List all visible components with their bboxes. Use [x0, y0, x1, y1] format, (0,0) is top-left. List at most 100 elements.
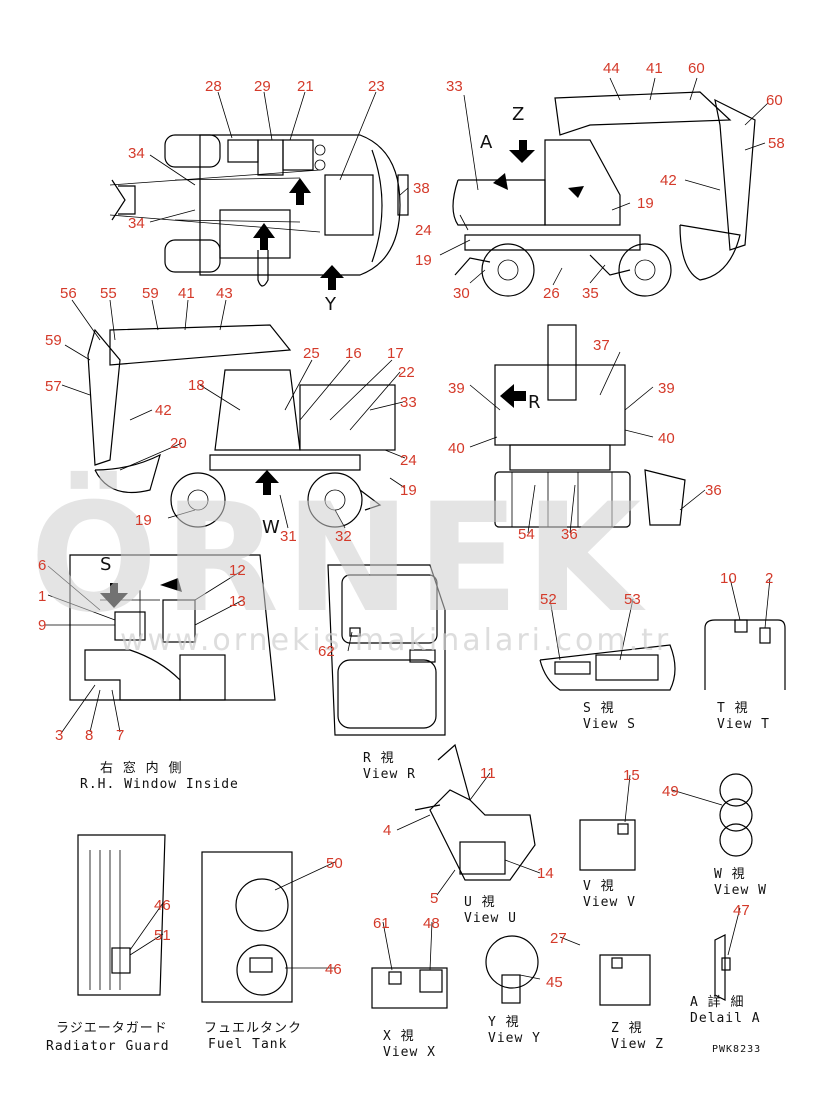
caption-view-t-en: View T [717, 717, 770, 732]
callout-6: 6 [38, 557, 46, 574]
caption-view-w-jp: W 視 [714, 867, 746, 882]
view-letter-s: S [100, 554, 111, 575]
callout-4: 4 [383, 822, 391, 839]
view-letter-w: W [262, 517, 280, 538]
callout-27: 27 [550, 930, 567, 947]
caption-view-r-en: View R [363, 767, 416, 782]
callout-1: 1 [38, 588, 46, 605]
callout-41: 41 [646, 60, 663, 77]
caption-view-y-en: View Y [488, 1031, 541, 1046]
callout-20: 20 [170, 435, 187, 452]
callout-39b: 39 [658, 380, 675, 397]
arrow-icon [289, 178, 311, 205]
callout-60: 60 [688, 60, 705, 77]
callout-22: 22 [398, 364, 415, 381]
callout-42: 42 [660, 172, 677, 189]
callout-17: 17 [387, 345, 404, 362]
callout-59b: 59 [45, 332, 62, 349]
fuel-tank-drawing [201, 851, 293, 1003]
callout-58: 58 [768, 135, 785, 152]
arrow-r-icon [500, 384, 526, 408]
callout-34: 34 [128, 145, 145, 162]
callout-62: 62 [318, 643, 335, 660]
callout-8: 8 [85, 727, 93, 744]
callout-56: 56 [60, 285, 77, 302]
callout-57: 57 [45, 378, 62, 395]
callout-33: 33 [446, 78, 463, 95]
callout-61: 61 [373, 915, 390, 932]
callout-11: 11 [480, 765, 496, 782]
detail-a-drawing [714, 934, 731, 1001]
caption-window-jp: 右 窓 内 側 [100, 760, 182, 776]
view-letters: A Z Y W R S [100, 104, 541, 575]
view-t-drawing [704, 619, 786, 690]
callout-43: 43 [216, 285, 233, 302]
arrow-icon [253, 223, 275, 250]
callout-41b: 41 [178, 285, 195, 302]
caption-fuel-jp: フュエルタンク [204, 1021, 302, 1036]
caption-view-s-jp: S 視 [583, 701, 615, 716]
callout-55: 55 [100, 285, 117, 302]
caption-radiator-jp: ラジエータガード [56, 1021, 168, 1036]
caption-view-z-en: View Z [611, 1037, 664, 1052]
callout-46b: 46 [325, 961, 342, 978]
caption-view-x-jp: X 視 [383, 1029, 415, 1044]
arrow-z-icon [509, 140, 535, 163]
view-y-drawing [485, 935, 539, 1004]
callout-14: 14 [537, 865, 554, 882]
top-view-drawing [109, 134, 409, 287]
callout-31: 31 [280, 528, 297, 545]
callout-25: 25 [303, 345, 320, 362]
callout-46: 46 [154, 897, 171, 914]
callout-59: 59 [142, 285, 159, 302]
callout-35: 35 [582, 285, 599, 302]
callout-32: 32 [335, 528, 352, 545]
caption-view-r-jp: R 視 [363, 751, 395, 766]
captions: 右 窓 内 側 R.H. Window Inside R 視 View R S … [46, 701, 770, 1060]
drawing-code: PWK8233 [712, 1044, 761, 1055]
view-u-drawing [414, 743, 536, 881]
callout-15: 15 [623, 767, 640, 784]
caption-view-x-en: View X [383, 1045, 436, 1060]
view-s-drawing [539, 644, 676, 691]
callout-24: 24 [400, 452, 417, 469]
arrow-icon [568, 186, 584, 198]
callout-13: 13 [229, 593, 246, 610]
caption-view-u-en: View U [464, 911, 517, 926]
callout-53: 53 [624, 591, 641, 608]
side-view-left-drawing [87, 324, 396, 528]
callout-19b: 19 [135, 512, 152, 529]
caption-window-en: R.H. Window Inside [80, 777, 239, 792]
callout-45: 45 [546, 974, 563, 991]
callout-39: 39 [448, 380, 465, 397]
callout-37: 37 [593, 337, 610, 354]
caption-view-s-en: View S [583, 717, 636, 732]
arrow-icon [160, 578, 182, 592]
callout-7: 7 [116, 727, 124, 744]
view-arrows [100, 140, 584, 608]
caption-view-y-jp: Y 視 [488, 1015, 520, 1030]
view-letter-r: R [528, 392, 541, 413]
callout-29: 29 [254, 78, 271, 95]
radiator-guard-drawing [77, 834, 166, 996]
callout-5: 5 [430, 890, 438, 907]
callout-38: 38 [413, 180, 430, 197]
callout-30: 30 [453, 285, 470, 302]
callout-12: 12 [229, 562, 246, 579]
caption-view-v-jp: V 視 [583, 879, 615, 894]
callout-34b: 34 [128, 215, 145, 232]
callout-48: 48 [423, 915, 440, 932]
caption-view-u-jp: U 視 [464, 895, 496, 910]
view-x-drawing [371, 967, 448, 1009]
view-r-drawing [327, 564, 446, 736]
callout-52: 52 [540, 591, 557, 608]
arrow-w-icon [255, 470, 279, 495]
callout-42b: 42 [155, 402, 172, 419]
arrow-s-icon [100, 583, 128, 608]
view-v-drawing [579, 819, 636, 871]
callout-19: 19 [400, 482, 417, 499]
window-inside-drawing [69, 554, 276, 701]
callout-2: 2 [765, 570, 773, 587]
callout-16: 16 [345, 345, 362, 362]
